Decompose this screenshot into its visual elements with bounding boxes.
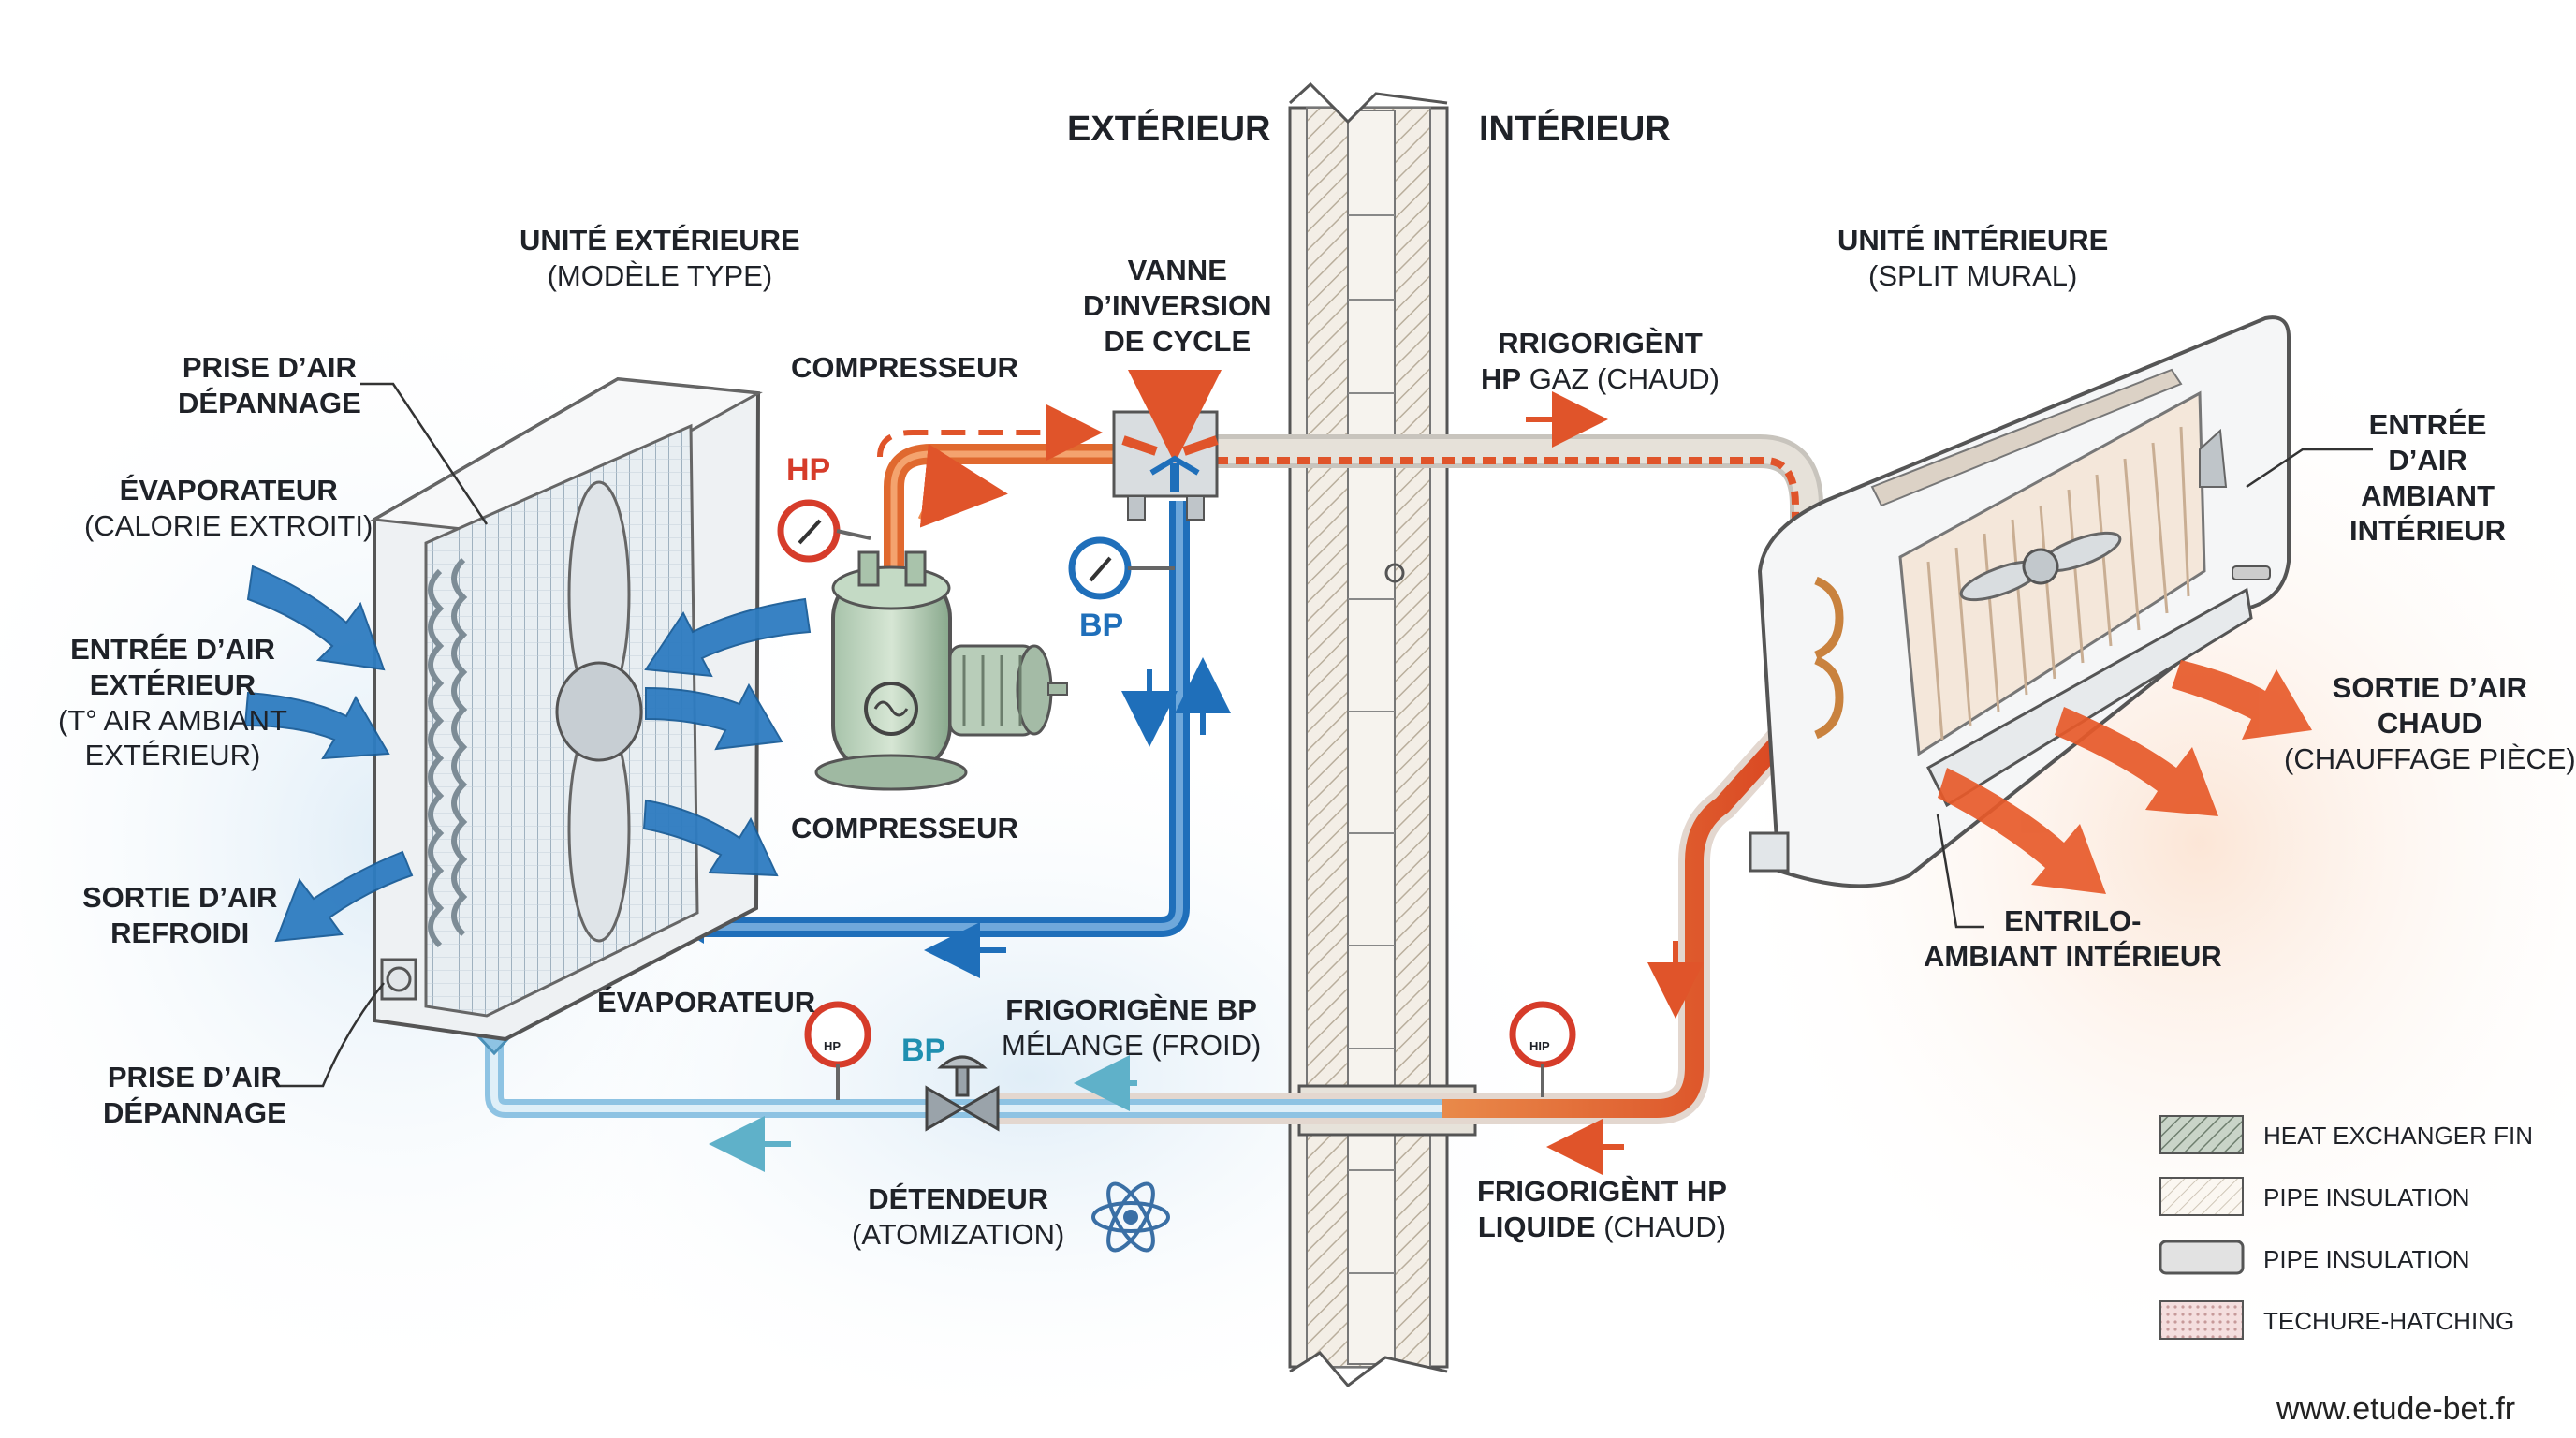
indoor-unit-title: UNITÉ INTÉRIEURE (SPLIT MURAL): [1837, 224, 2109, 292]
label-sortie-air-chaud: SORTIE D’AIR CHAUD (CHAUFFAGE PIÈCE): [2284, 671, 2576, 775]
gauge-bp-suction: [1068, 536, 1175, 600]
zone-exterior-label: EXTÉRIEUR: [1067, 110, 1271, 149]
label-compresseur-top: COMPRESSEUR: [791, 351, 1018, 384]
outdoor-unit-drawing: [370, 376, 763, 1042]
legend-item-pipe-insulation-1: PIPE INSULATION: [2263, 1183, 2470, 1211]
label-prise-air-bottom: PRISE D’AIR DÉPANNAGE: [103, 1061, 286, 1129]
legend-item-pipe-insulation-2: PIPE INSULATION: [2263, 1245, 2470, 1273]
label-entree-air-exterieur: ENTRÉE D’AIR EXTÉRIEUR (T° AIR AMBIANT E…: [58, 633, 287, 772]
label-sortie-air-refroidi: SORTIE D’AIR REFROIDI: [82, 881, 278, 949]
expansion-valve: [925, 1055, 1000, 1132]
label-entree-air-ambiant: ENTRÉE D’AIR AMBIANT INTÉRIEUR: [2349, 408, 2507, 548]
label-prise-air-top: PRISE D’AIR DÉPANNAGE: [178, 351, 361, 419]
reversing-valve: [1112, 370, 1222, 521]
label-frigorigent-hp-liquide: FRIGORIGÈNT HP LIQUIDE (CHAUD): [1477, 1175, 1727, 1243]
label-hp: HP: [786, 452, 831, 488]
label-entrilo: ENTRILO- AMBIANT INTÉRIEUR: [1924, 904, 2222, 973]
indoor-unit-drawing: [1749, 315, 2291, 888]
label-bp-left: BP: [901, 1033, 946, 1068]
footer-url[interactable]: www.etude-bet.fr: [2276, 1391, 2516, 1427]
label-bp-right: BP: [1079, 608, 1124, 643]
legend-item-heat-exchanger: HEAT EXCHANGER FIN: [2263, 1122, 2533, 1150]
compressor-drawing: [814, 550, 1068, 791]
atom-icon: [1091, 1181, 1170, 1253]
legend-swatches: [2159, 1115, 2245, 1340]
fan: [555, 480, 643, 943]
gauge-hp-discharge: [777, 499, 871, 563]
outdoor-unit-title: UNITÉ EXTÉRIEURE (MODÈLE TYPE): [520, 224, 800, 292]
label-detendeur: DÉTENDEUR (ATOMIZATION): [852, 1182, 1065, 1251]
label-frigorigene-bp: FRIGORIGÈNE BP MÉLANGE (FROID): [1002, 993, 1262, 1062]
gauge-hip-text: HIP: [1530, 1039, 1550, 1053]
wall: [1288, 81, 1477, 1388]
zone-interior-label: INTÉRIEUR: [1479, 110, 1671, 149]
label-evaporateur-left: ÉVAPORATEUR (CALORIE EXTROITI): [84, 474, 373, 542]
label-compresseur-bottom: COMPRESSEUR: [791, 812, 1018, 844]
legend-item-techure-hatching: TECHURE-HATCHING: [2263, 1307, 2515, 1335]
label-rrigorigent-hp-gaz: RRIGORIGÈNT HP GAZ (CHAUD): [1481, 327, 1720, 395]
gauge-hp-small-text: HP: [824, 1039, 842, 1053]
gauge-hip: [1509, 1001, 1576, 1097]
gauge-hp-small: [804, 1001, 871, 1100]
label-vanne-inversion: VANNE D’INVERSION DE CYCLE: [1083, 254, 1272, 358]
label-evaporateur-bottom: ÉVAPORATEUR: [597, 986, 816, 1019]
